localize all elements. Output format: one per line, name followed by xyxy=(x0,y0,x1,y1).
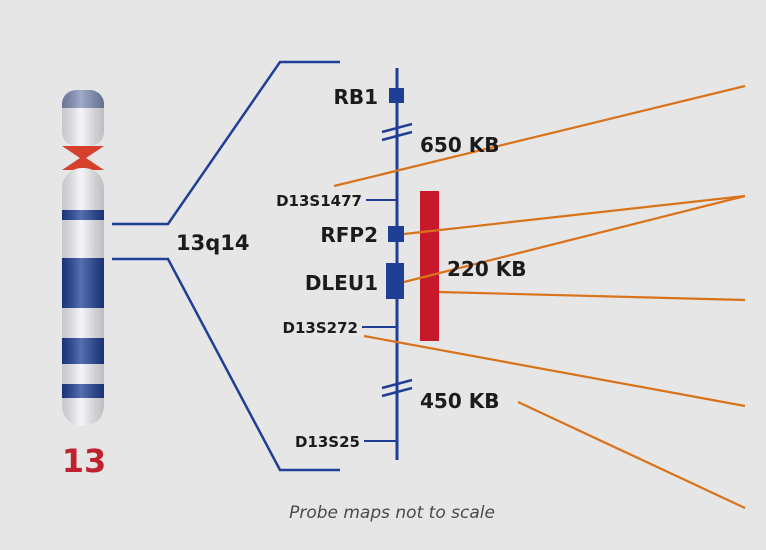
distance-label-650kb: 650 KB xyxy=(420,133,499,157)
distance-label-220kb: 220 KB xyxy=(447,257,526,281)
marker-label-d13s1477: D13S1477 xyxy=(276,192,362,210)
pointer-d13s272 xyxy=(363,334,746,408)
band-label: 13q14 xyxy=(176,231,249,255)
distance-label-450kb: 450 KB xyxy=(420,389,499,413)
pointer-lines xyxy=(333,84,746,509)
gene-label-rfp2: RFP2 xyxy=(320,223,378,247)
chromosome-number: 13 xyxy=(62,442,107,480)
p-arm xyxy=(62,90,104,146)
centromere xyxy=(62,146,104,170)
pointer-d13s1477 xyxy=(333,84,746,188)
probe-bar xyxy=(420,191,439,341)
gene-box-rfp2 xyxy=(388,226,404,242)
pointer-probe xyxy=(438,290,746,302)
break-mark-lower xyxy=(381,378,413,398)
gene-label-dleu1: DLEU1 xyxy=(305,271,378,295)
gene-label-rb1: RB1 xyxy=(333,85,378,109)
marker-label-d13s272: D13S272 xyxy=(283,319,358,337)
marker-label-d13s25: D13S25 xyxy=(295,433,360,451)
q-arm xyxy=(62,168,104,426)
pointer-rfp2 xyxy=(403,194,746,236)
band-expansion-bracket xyxy=(112,60,340,472)
gene-box-rb1 xyxy=(389,88,404,103)
gene-box-dleu1 xyxy=(386,263,404,299)
pointer-dleu1 xyxy=(403,194,746,284)
chromosome-13 xyxy=(62,90,104,426)
pointer-450kb xyxy=(517,401,746,509)
break-mark-upper xyxy=(381,122,413,142)
scale-note: Probe maps not to scale xyxy=(289,503,495,523)
